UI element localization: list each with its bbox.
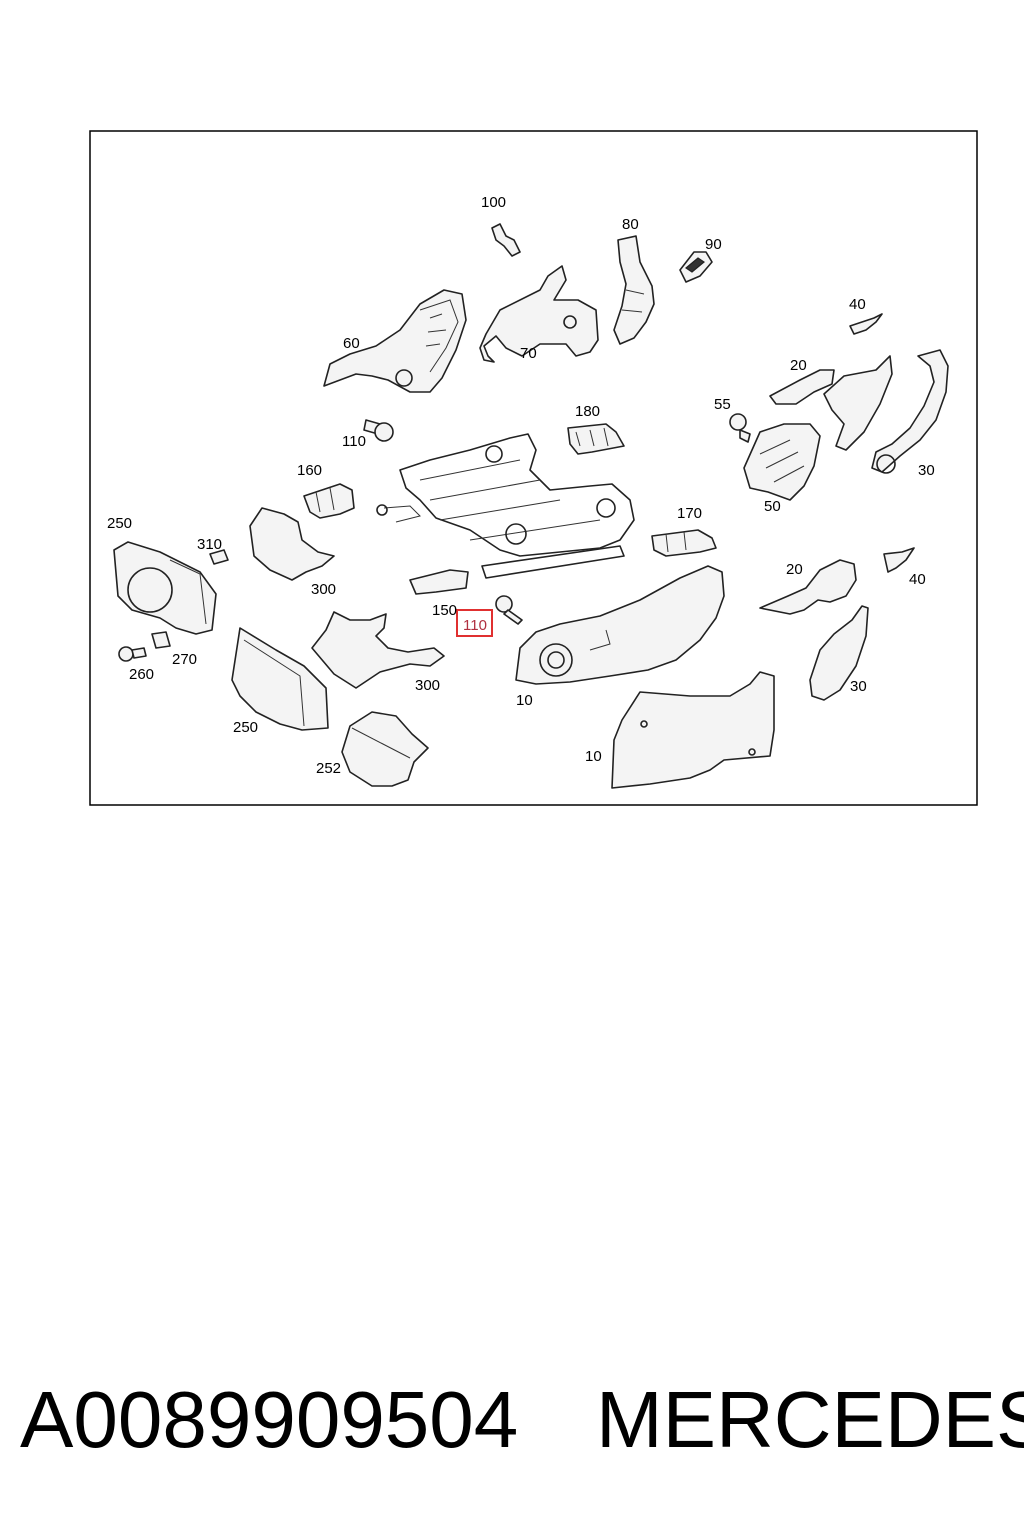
callout-270: 270 xyxy=(172,651,197,668)
callout-30-lower: 30 xyxy=(850,678,867,695)
callout-110-upper: 110 xyxy=(342,433,366,450)
part-50[interactable] xyxy=(743,423,821,501)
callout-20-upper: 20 xyxy=(790,357,807,374)
part-40-upper[interactable] xyxy=(849,313,883,335)
callout-260: 260 xyxy=(129,666,154,683)
part-160[interactable] xyxy=(303,483,355,519)
part-170[interactable] xyxy=(651,529,717,557)
part-10-lower[interactable] xyxy=(611,671,775,789)
callout-252: 252 xyxy=(316,760,341,777)
callout-40-upper: 40 xyxy=(849,296,866,313)
seat-frame[interactable] xyxy=(376,433,635,579)
part-180[interactable] xyxy=(567,423,625,455)
part-252[interactable] xyxy=(341,711,429,787)
callout-20-lower: 20 xyxy=(786,561,803,578)
part-260[interactable] xyxy=(118,646,147,662)
part-300-lower[interactable] xyxy=(311,611,445,689)
callout-10-upper: 10 xyxy=(516,692,533,709)
callout-170: 170 xyxy=(677,505,702,522)
callout-250-lower: 250 xyxy=(233,719,258,736)
part-60[interactable] xyxy=(323,289,467,393)
footer: A0089909504 MERCEDES xyxy=(20,1370,1024,1470)
callout-180: 180 xyxy=(575,403,600,420)
callout-40-lower: 40 xyxy=(909,571,926,588)
brand-name: MERCEDES xyxy=(596,1375,1024,1464)
callout-150: 150 xyxy=(432,602,457,619)
part-270[interactable] xyxy=(151,631,171,649)
callout-70: 70 xyxy=(520,345,537,362)
part-80[interactable] xyxy=(613,235,655,345)
callout-10-lower: 10 xyxy=(585,748,602,765)
part-250-lower[interactable] xyxy=(231,627,329,731)
callout-50: 50 xyxy=(764,498,781,515)
part-40-lower[interactable] xyxy=(883,547,915,573)
part-30-lower[interactable] xyxy=(809,605,869,701)
callout-310: 310 xyxy=(197,536,222,553)
callout-55: 55 xyxy=(714,396,731,413)
part-70[interactable] xyxy=(479,265,599,363)
callout-160: 160 xyxy=(297,462,322,479)
callout-90: 90 xyxy=(705,236,722,253)
part-110-lower[interactable] xyxy=(495,595,523,625)
part-300-upper[interactable] xyxy=(249,507,335,581)
callout-60: 60 xyxy=(343,335,360,352)
part-250-upper[interactable] xyxy=(113,541,217,635)
part-90[interactable] xyxy=(679,251,713,283)
diagram-frame xyxy=(89,130,978,806)
callout-300-lower: 300 xyxy=(415,677,440,694)
part-150[interactable] xyxy=(409,569,469,595)
callout-110-highlighted: 110 xyxy=(463,617,487,634)
part-310[interactable] xyxy=(209,549,229,565)
part-110-upper[interactable] xyxy=(363,419,394,442)
callout-300-upper: 300 xyxy=(311,581,336,598)
highlight-box[interactable] xyxy=(456,609,493,637)
callout-30-upper: 30 xyxy=(918,462,935,479)
part-20-upper[interactable] xyxy=(769,355,893,451)
part-20-lower[interactable] xyxy=(759,559,857,615)
part-55[interactable] xyxy=(729,413,751,443)
part-10-upper[interactable] xyxy=(515,565,725,685)
part-30-upper[interactable] xyxy=(871,349,949,474)
callout-100: 100 xyxy=(481,194,506,211)
callout-250-upper: 250 xyxy=(107,515,132,532)
callout-80: 80 xyxy=(622,216,639,233)
part-number: A0089909504 xyxy=(20,1375,519,1464)
part-100[interactable] xyxy=(491,223,521,257)
